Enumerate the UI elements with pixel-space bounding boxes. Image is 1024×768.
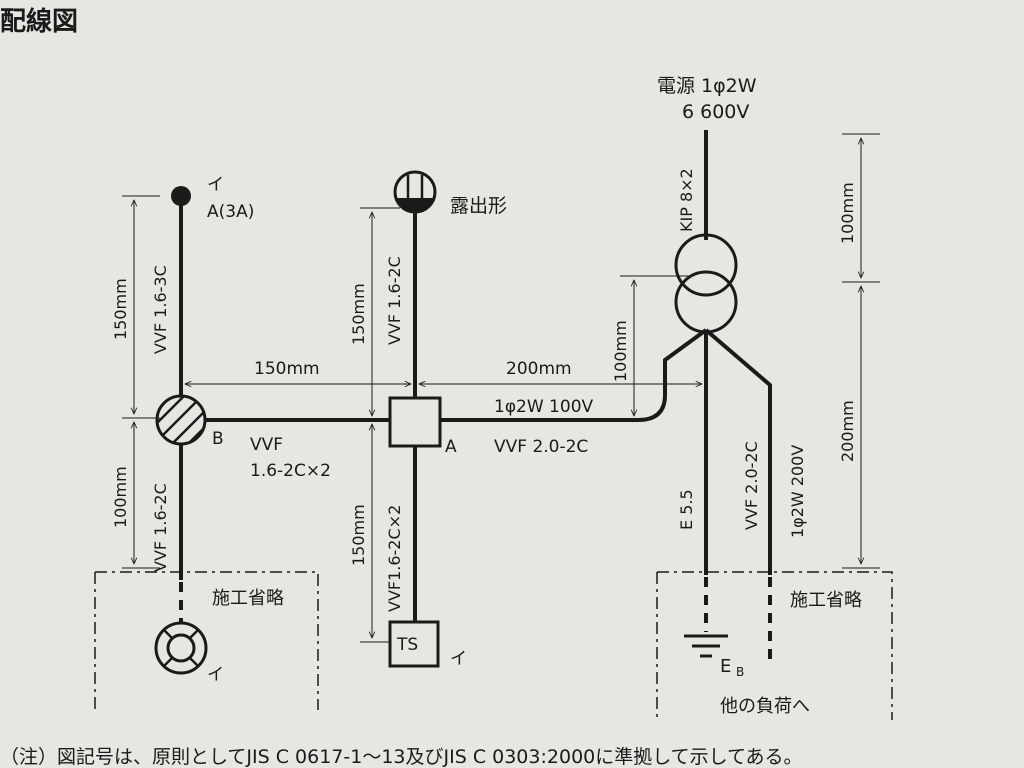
- wire-200v: [704, 328, 772, 575]
- page-title: 配線図: [0, 6, 78, 37]
- exposed-light-icon: [393, 170, 437, 214]
- cable-vvf-16-2c-left: VVF 1.6-2C: [151, 483, 170, 572]
- cable-vvf-20-2c-vertical: VVF 2.0-2C: [742, 441, 761, 530]
- ts-box-icon: [388, 620, 440, 668]
- bottom-i-label: イ: [207, 665, 224, 685]
- kip-cable-label: KIP 8×2: [677, 168, 696, 232]
- dim-label-200-horizontal: 200mm: [506, 359, 572, 379]
- source-label: 電源 1φ2W: [657, 75, 757, 97]
- dim-label-100-left: 100mm: [111, 466, 130, 528]
- ground-sub-label: B: [736, 665, 744, 679]
- dim-label-150-top: 150mm: [349, 283, 368, 345]
- outlet-a-label: A(3A): [207, 202, 254, 222]
- pendant-light-icon: [171, 186, 191, 206]
- other-load-label: 他の負荷へ: [720, 696, 810, 717]
- cable-vvf-20-2c: VVF 2.0-2C: [494, 437, 588, 457]
- junction-box-a-icon: [388, 396, 442, 448]
- footer-note: （注）図記号は、原則としてJIS C 0617-1～13及びJIS C 0303…: [0, 746, 803, 768]
- junction-box-b-icon: [155, 394, 207, 446]
- exposed-label: 露出形: [450, 195, 507, 217]
- transformer-icon: [674, 233, 738, 334]
- cable-vvf-16-2c-x2: VVF1.6-2C×2: [385, 505, 404, 612]
- ground-label: E: [720, 656, 731, 677]
- cable-1phase-200v: 1φ2W 200V: [788, 445, 807, 538]
- ring-lamp-icon: [154, 621, 208, 675]
- cable-vvf-16-3c: VVF 1.6-3C: [151, 265, 170, 354]
- omitted-area-right: [656, 571, 893, 720]
- ts-label: TS: [396, 635, 418, 655]
- box-a-label: A: [445, 437, 457, 457]
- dim-label-150-bottom: 150mm: [349, 504, 368, 566]
- cable-e55: E 5.5: [677, 489, 696, 530]
- cable-1phase-100v: 1φ2W 100V: [494, 397, 594, 417]
- box-b-label: B: [212, 429, 224, 449]
- omit-label-right: 施工省略: [790, 590, 862, 611]
- omitted-area-left: [94, 571, 319, 710]
- dim-label-100-mid: 100mm: [611, 320, 630, 382]
- omit-label-left: 施工省略: [212, 588, 284, 609]
- ground-icon: [684, 634, 728, 658]
- cable-vvf-b-a-2: 1.6-2C×2: [250, 461, 331, 481]
- cable-vvf-b-a-1: VVF: [250, 435, 283, 455]
- dim-label-100-right: 100mm: [838, 182, 857, 244]
- wire-a-to-transformer: [440, 328, 708, 422]
- dim-label-150-left: 150mm: [111, 278, 130, 340]
- dim-label-200-right: 200mm: [838, 400, 857, 462]
- dim-label-150-horizontal: 150mm: [254, 359, 320, 379]
- ts-i-label: イ: [450, 649, 467, 669]
- outlet-i-label: イ: [207, 175, 224, 195]
- cable-vvf-16-2c-top: VVF 1.6-2C: [385, 256, 404, 345]
- source-voltage: 6 600V: [682, 101, 749, 123]
